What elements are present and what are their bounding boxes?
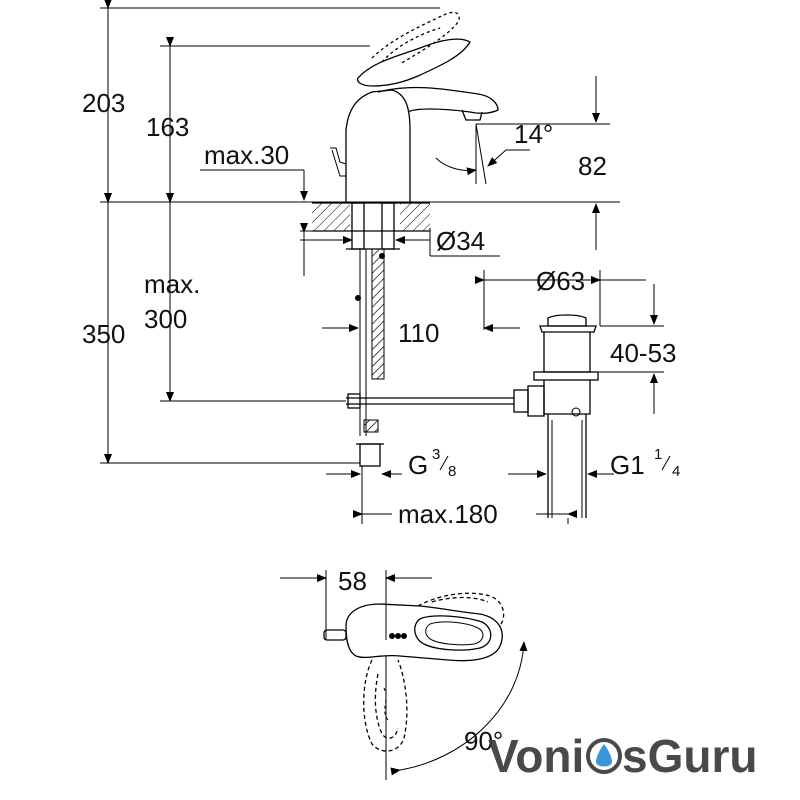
dim-waste-thread: G1 1 4 <box>610 446 680 480</box>
dim-rod-offset: 110 <box>398 318 439 348</box>
water-drop-icon <box>586 738 622 774</box>
dim-spout-angle: 14° <box>514 119 553 149</box>
dim-max-deck: max.30 <box>204 140 289 170</box>
dim-waste-range: 40-53 <box>610 338 677 368</box>
dim-total-height: 203 <box>82 88 125 118</box>
dim-below-deck: 350 <box>82 319 125 349</box>
waste-thread-numerator: 1 <box>654 446 662 463</box>
supply-thread-denominator: 8 <box>448 463 456 480</box>
waste-thread-denominator: 4 <box>672 463 680 480</box>
supply-thread-numerator: 3 <box>432 446 440 463</box>
dim-max-label: max. <box>144 269 200 299</box>
waste-thread-label: G1 <box>610 450 645 480</box>
watermark-text-part2: sGuru <box>622 730 757 782</box>
drop-fill <box>596 744 612 767</box>
dim-max-180: max.180 <box>398 499 498 529</box>
dim-spout-clearance: 82 <box>578 151 607 181</box>
dim-lever-offset: 58 <box>338 566 367 596</box>
supply-hoses <box>355 248 385 467</box>
waste-assembly <box>346 314 599 518</box>
dim-waste-diameter: Ø63 <box>536 266 585 296</box>
dim-rotation: 90° <box>464 726 503 756</box>
supply-thread-label: G <box>408 450 428 480</box>
vonios-guru-watermark: Voni sGuru <box>488 730 757 782</box>
dim-hole-diameter: Ø34 <box>436 226 485 256</box>
dim-spout-height: 163 <box>146 112 189 142</box>
top-view <box>280 570 528 780</box>
watermark-text-part1: Voni <box>488 730 584 782</box>
dim-supply-thread: G 3 8 <box>408 446 456 480</box>
faucet-body <box>330 11 499 202</box>
countertop-section <box>312 202 430 250</box>
dim-max-300: 300 <box>144 304 187 334</box>
dimension-lines <box>100 0 664 524</box>
